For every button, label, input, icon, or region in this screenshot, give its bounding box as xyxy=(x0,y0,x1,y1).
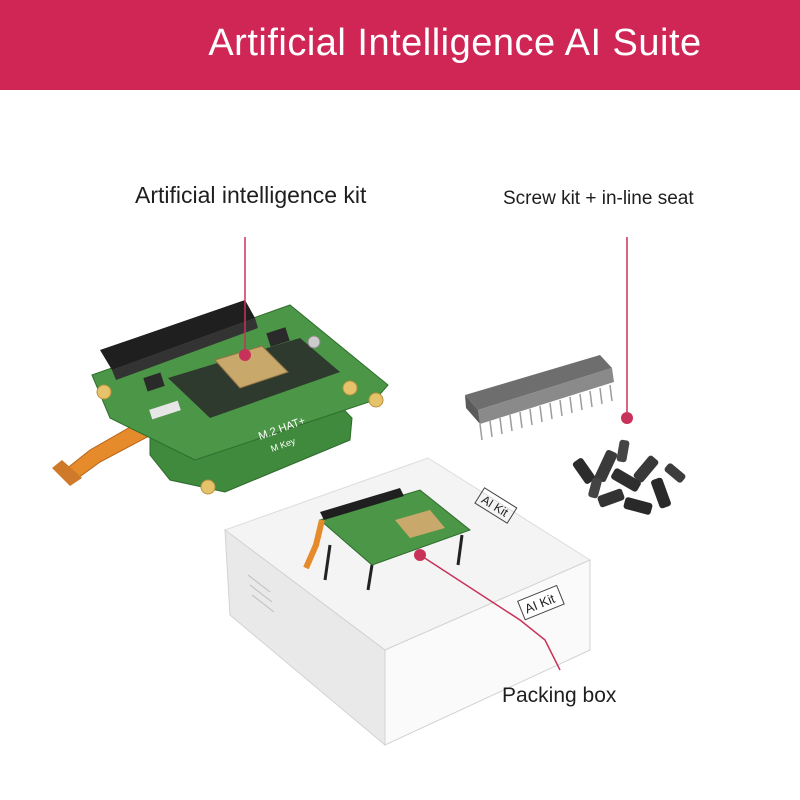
packing-box-label: Packing box xyxy=(502,684,617,707)
kit-label: Artificial intelligence kit xyxy=(135,182,367,208)
packing-box: AI Kit AI Kit xyxy=(223,457,592,747)
header-banner: Artificial Intelligence AI Suite xyxy=(0,0,800,90)
callout-lines xyxy=(239,237,633,671)
page-title: Artificial Intelligence AI Suite xyxy=(208,22,702,64)
screw-callout-dot xyxy=(621,412,633,424)
stacking-header xyxy=(465,355,614,441)
screw-kit-label: Screw kit + in-line seat xyxy=(503,188,694,209)
ai-kit-board: M.2 HAT+ M Key xyxy=(52,300,389,495)
kit-callout-dot xyxy=(239,349,251,361)
screw-standoff-pile xyxy=(572,439,686,515)
